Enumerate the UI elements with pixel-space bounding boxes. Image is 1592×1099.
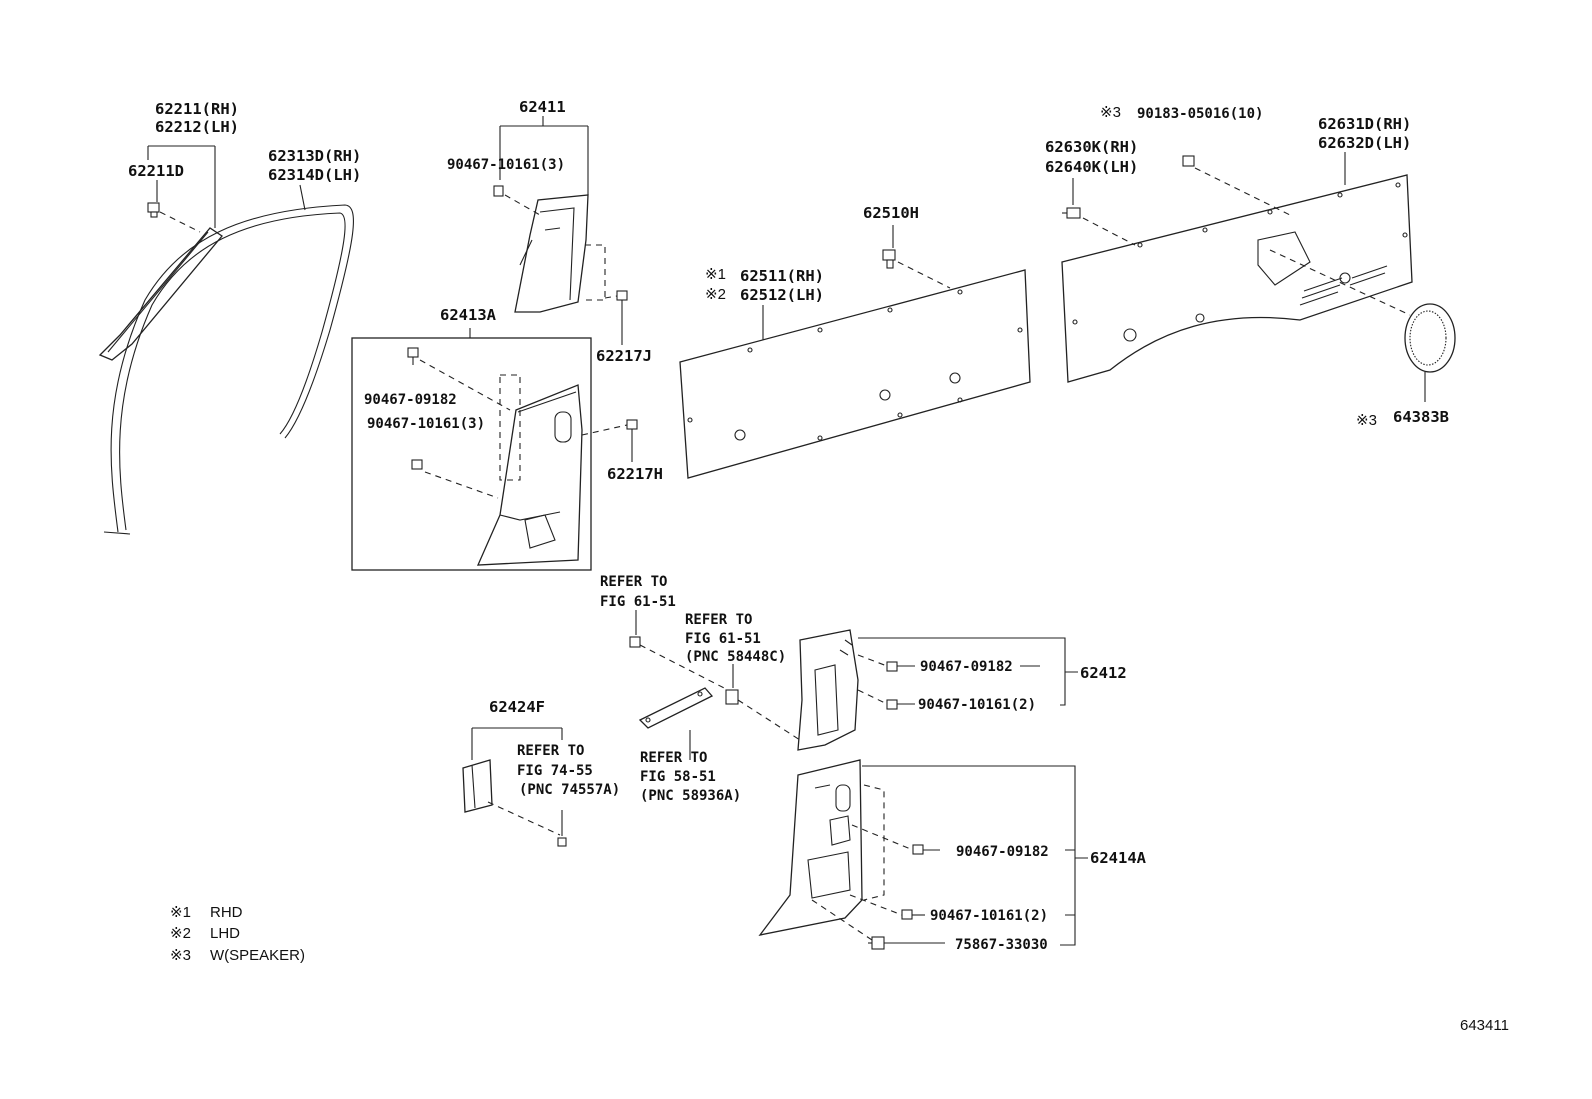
label-62512: 62512(LH) <box>740 286 824 304</box>
label-62313D: 62313D(RH) <box>268 147 361 165</box>
label-90467-09182-r1: 90467-09182 <box>920 659 1013 675</box>
label-90467-09182-left: 90467-09182 <box>364 392 457 408</box>
label-64383B: 64383B <box>1393 408 1449 426</box>
label-refer2-line3: (PNC 58448C) <box>685 649 786 665</box>
label-62510H: 62510H <box>863 204 919 222</box>
speaker-grille-64383B <box>1404 303 1456 373</box>
pillar-trim-62413A <box>476 384 583 566</box>
legend-mark-2: ※2 <box>170 925 191 942</box>
label-refer1-line1: REFER TO <box>600 574 667 590</box>
label-refer3-line2: FIG 74-55 <box>517 763 593 779</box>
label-62211D: 62211D <box>128 162 184 180</box>
pillar-trim-62411 <box>514 194 589 313</box>
figure-id: 643411 <box>1460 1017 1509 1034</box>
clip-62510H <box>882 249 896 269</box>
label-62512-mark: ※2 <box>705 286 726 303</box>
clip-62630K <box>1062 207 1081 219</box>
clip-62217H <box>626 419 638 462</box>
label-62411: 62411 <box>519 98 566 116</box>
quarter-trim-62414A <box>758 759 863 936</box>
label-62640K: 62640K(LH) <box>1045 158 1138 176</box>
label-refer3-line3: (PNC 74557A) <box>519 782 620 798</box>
label-62314D: 62314D(LH) <box>268 166 361 184</box>
label-62211: 62211(RH) <box>155 100 239 118</box>
label-62424F: 62424F <box>489 698 545 716</box>
label-62632D: 62632D(LH) <box>1318 134 1411 152</box>
strap-58936A <box>638 687 714 729</box>
label-62630K: 62630K(RH) <box>1045 138 1138 156</box>
clip-62211D <box>147 202 160 218</box>
label-75867-33030: 75867-33030 <box>955 937 1048 953</box>
weatherstrip-62313D <box>103 204 354 535</box>
label-64383B-mark: ※3 <box>1356 412 1377 429</box>
label-62511: 62511(RH) <box>740 267 824 285</box>
label-62212: 62212(LH) <box>155 118 239 136</box>
clip-90467-09182-left <box>407 347 419 365</box>
pillar-trim-62412 <box>797 629 859 751</box>
nut-58448C <box>725 689 739 705</box>
bracket-62424F <box>462 759 493 813</box>
label-62511-mark: ※1 <box>705 266 726 283</box>
label-62412: 62412 <box>1080 664 1127 682</box>
clip-90467-10161-r1 <box>886 699 898 710</box>
detail-box-62413A <box>351 337 592 571</box>
legend: ※1 RHD ※2 LHD ※3 W(SPEAKER) <box>170 904 305 964</box>
clip-90467-10161-r2 <box>901 909 913 920</box>
clip-62217J <box>616 290 628 345</box>
label-62414A: 62414A <box>1090 849 1147 867</box>
label-62217H: 62217H <box>607 465 663 483</box>
clip-90467-10161-top <box>493 185 504 197</box>
label-refer4-line2: FIG 58-51 <box>640 769 716 785</box>
clip-90467-09182-r1 <box>886 661 898 672</box>
clip-refer-6151 <box>629 636 641 648</box>
rear-quarter-panel-62631D <box>1061 174 1413 383</box>
legend-text-3: W(SPEAKER) <box>210 947 305 964</box>
legend-mark-3: ※3 <box>170 947 191 964</box>
pillar-garnish-62211 <box>98 227 223 361</box>
label-62631D: 62631D(RH) <box>1318 115 1411 133</box>
label-90183-mark: ※3 <box>1100 104 1121 121</box>
label-refer4-line1: REFER TO <box>640 750 707 766</box>
label-62413A: 62413A <box>440 306 497 324</box>
label-90467-10161-left: 90467-10161(3) <box>367 416 485 432</box>
label-refer4-line3: (PNC 58936A) <box>640 788 741 804</box>
label-62217J: 62217J <box>596 347 652 365</box>
nut-90183-05016 <box>1182 155 1195 167</box>
label-refer1-line2: FIG 61-51 <box>600 594 676 610</box>
label-refer2-line2: FIG 61-51 <box>685 631 761 647</box>
label-90467-09182-r2: 90467-09182 <box>956 844 1049 860</box>
legend-text-2: LHD <box>210 925 240 942</box>
quarter-panel-62511 <box>679 269 1031 479</box>
label-90467-10161-r2: 90467-10161(2) <box>930 908 1048 924</box>
label-90467-10161-r1: 90467-10161(2) <box>918 697 1036 713</box>
label-90183-05016: 90183-05016(10) <box>1137 106 1263 122</box>
clip-90467-09182-r2 <box>912 844 924 855</box>
clip-90467-10161-left <box>411 459 423 470</box>
legend-mark-1: ※1 <box>170 904 191 921</box>
label-refer3-line1: REFER TO <box>517 743 584 759</box>
label-refer2-line1: REFER TO <box>685 612 752 628</box>
legend-text-1: RHD <box>210 904 243 921</box>
clip-74557A <box>557 837 567 847</box>
label-90467-10161-top: 90467-10161(3) <box>447 157 565 173</box>
